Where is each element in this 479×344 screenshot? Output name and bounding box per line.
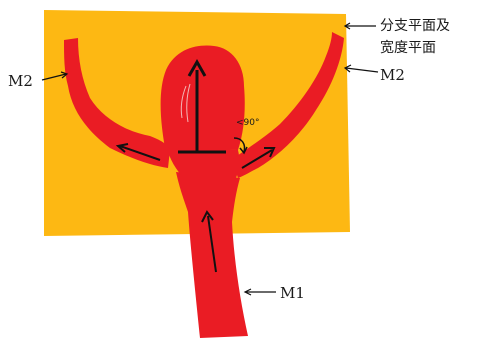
- plane-label-line2: 宽度平面: [380, 38, 436, 58]
- m1-label: M1: [280, 284, 305, 303]
- m2-left-label: M2: [8, 72, 33, 91]
- m2-right-pointer-line: [346, 68, 378, 72]
- plane-label-line1: 分支平面及: [380, 16, 450, 36]
- aneurysm-dome: [161, 46, 245, 150]
- angle-label: <90°: [236, 118, 260, 128]
- m2-right-label: M2: [380, 66, 405, 85]
